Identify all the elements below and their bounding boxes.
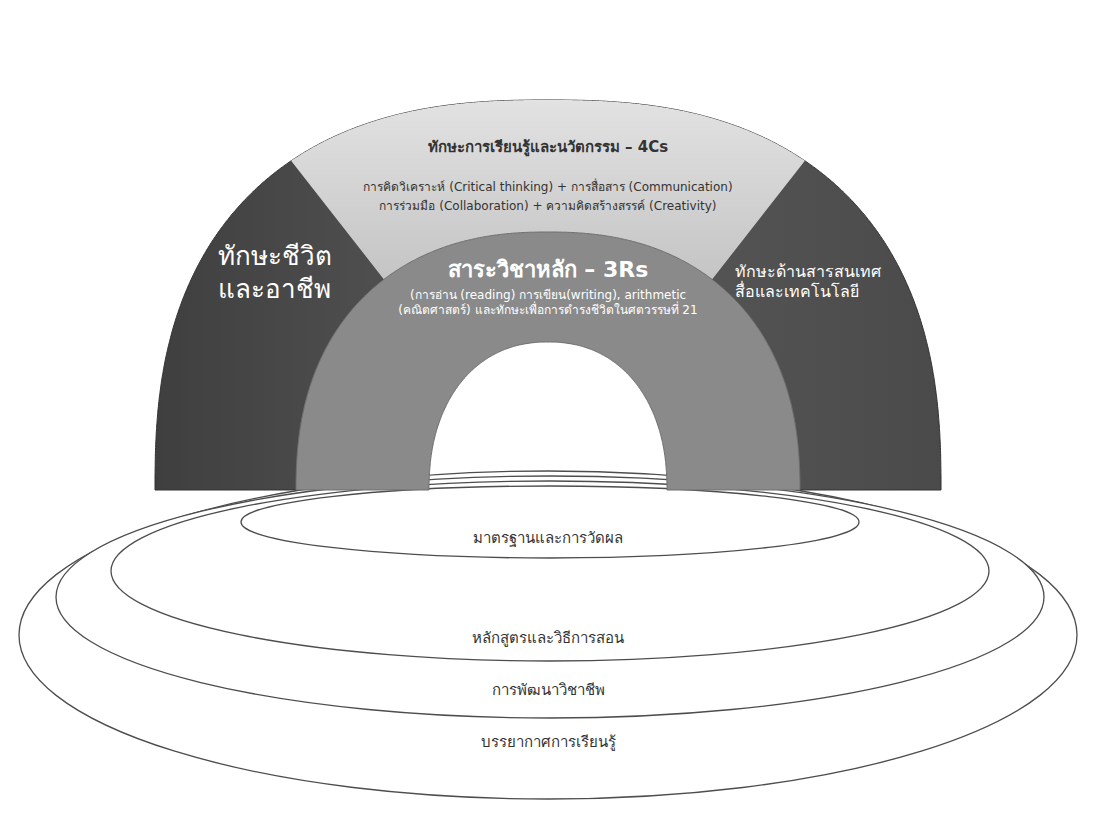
support-ellipse-shape — [19, 471, 1077, 799]
support-ellipse: มาตรฐานและการวัดผลหลักสูตรและวิธีการสอน — [110, 480, 990, 662]
wedge-text: การคิดวิเคราะห์ (Critical thinking) + กา… — [363, 180, 732, 195]
arch-text: (การอ่าน (reading) การเขียน(writing), ar… — [388, 288, 708, 318]
support-ellipse-shape — [241, 486, 859, 558]
support-ellipse: มาตรฐานและการวัดผล — [240, 485, 860, 559]
ellipse-label: หลักสูตรและวิธีการสอน — [472, 629, 624, 648]
ellipse-label: มาตรฐานและการวัดผล — [473, 529, 623, 548]
support-ellipse-shape — [56, 476, 1044, 718]
ellipse-label: การพัฒนาวิชาชีพ — [492, 681, 605, 700]
arch-title: สาระวิชาหลัก – 3Rs — [448, 256, 649, 284]
wedge-title: ทักษะการเรียนรู้และนวัตกรรม – 4Cs — [428, 138, 668, 157]
support-ellipse-outline — [240, 485, 860, 559]
core-subjects-arch: สาระวิชาหลัก – 3Rs (การอ่าน (reading) การ… — [296, 232, 800, 490]
ellipse-label: บรรยากาศการเรียนรู้ — [481, 733, 616, 752]
support-ellipse: มาตรฐานและการวัดผลหลักสูตรและวิธีการสอนก… — [18, 470, 1078, 800]
support-ellipse: มาตรฐานและการวัดผลหลักสูตรและวิธีการสอนก… — [55, 475, 1045, 719]
arch-label: ทักษะชีวิต และอาชีพ — [218, 240, 368, 305]
arch-label: ทักษะด้านสารสนเทศ สื่อและเทคโนโลยี — [735, 262, 885, 302]
core-subjects-arch-shape — [296, 232, 800, 490]
life-skills-arch: ทักษะการเรียนรู้และนวัตกรรม – 4Cs การคิดว… — [155, 100, 941, 490]
support-ellipse-shape — [111, 481, 989, 661]
life-skills-arch-shape — [155, 100, 941, 490]
wedge-text: การร่วมมือ (Collaboration) + ความคิดสร้า… — [379, 199, 716, 214]
